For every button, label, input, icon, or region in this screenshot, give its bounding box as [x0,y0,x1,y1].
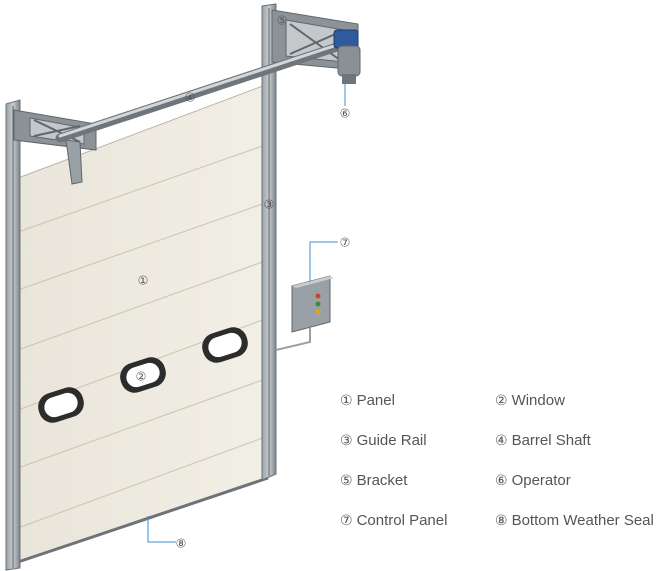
legend-num: ⑦ [340,513,353,529]
legend-label: Bottom Weather Seal [511,512,654,529]
legend-label: Barrel Shaft [511,432,591,449]
callout-barrel-shaft: ④ [185,91,196,105]
callout-window: ② [136,370,147,384]
legend-label: Panel [356,392,395,409]
legend-label: Bracket [356,472,408,489]
callout-numbers: ① ② ③ ④ ⑤ ⑥ ⑦ ⑧ [136,14,351,551]
right-guide-rail [261,3,277,481]
legend-num: ⑧ [495,513,508,529]
leader-lines [147,84,346,543]
legend-num: ③ [340,433,353,449]
barrel-shaft [55,39,351,143]
left-guide-rail [5,99,21,571]
legend-label: Control Panel [356,512,448,529]
window-1 [38,387,84,423]
callout-bottom-weather-seal: ⑧ [176,537,187,551]
legend-label: Guide Rail [356,432,427,449]
leader-control-panel [309,241,338,282]
legend-num: ⑤ [340,473,353,489]
legend-num: ② [495,393,508,409]
control-box [275,275,334,351]
callout-bracket: ⑤ [277,14,288,28]
callout-guide-rail: ③ [264,198,275,212]
operator-motor [333,29,361,84]
legend-num: ① [340,393,353,409]
callout-operator: ⑥ [340,107,351,121]
legend-label: Window [511,392,565,409]
window-3 [202,327,248,363]
legend-label: Operator [511,472,571,489]
legend-num: ⑥ [495,473,508,489]
legend-num: ④ [495,433,508,449]
bottom-weather-seal [17,476,269,564]
leader-weather-seal [147,516,176,543]
window-2 [120,357,166,393]
callout-control-panel: ⑦ [340,236,351,250]
callout-panel: ① [138,274,149,288]
